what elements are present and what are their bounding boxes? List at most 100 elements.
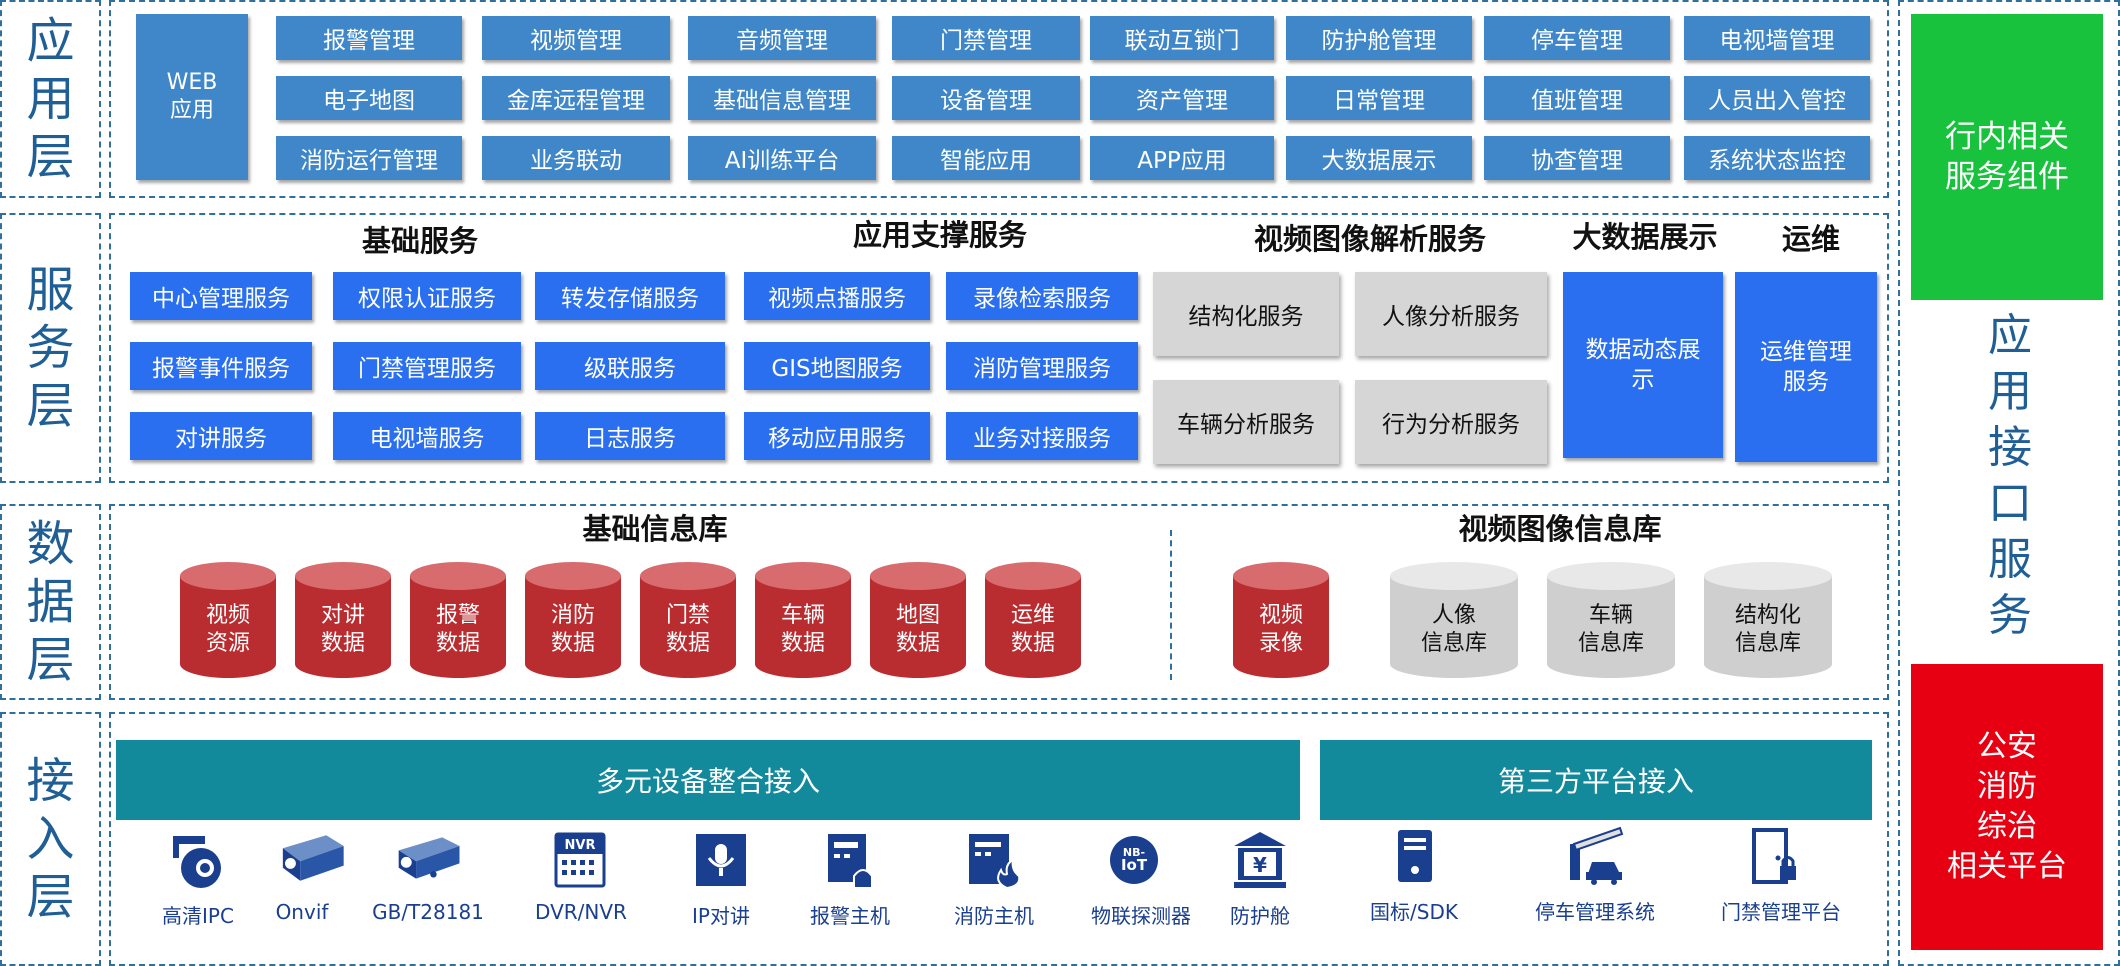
cylinder-label: 报警数据	[435, 603, 480, 656]
box-camera-icon	[272, 830, 344, 892]
app-module-button[interactable]: 联动互锁门	[1090, 16, 1274, 60]
app-module-button[interactable]: APP应用	[1090, 136, 1274, 180]
app-module-button[interactable]: 电子地图	[276, 76, 462, 120]
app-module-button[interactable]: 协查管理	[1484, 136, 1670, 180]
cylinder-bottom	[410, 650, 506, 678]
support-service-button[interactable]: GIS地图服务	[744, 342, 930, 390]
video-analysis-box[interactable]: 人像分析服务	[1355, 272, 1547, 356]
app-module-button[interactable]: 基础信息管理	[688, 76, 876, 120]
basic-service-button[interactable]: 报警事件服务	[130, 342, 312, 390]
service-layer-label: 服务层	[0, 213, 101, 483]
basic-service-button[interactable]: 电视墙服务	[333, 412, 521, 460]
basic-service-button[interactable]: 对讲服务	[130, 412, 312, 460]
public-security-platforms[interactable]: 公安消防综治相关平台	[1911, 664, 2103, 950]
app-module-button[interactable]: 值班管理	[1484, 76, 1670, 120]
server-icon	[1384, 826, 1444, 888]
video-analysis-box[interactable]: 行为分析服务	[1355, 380, 1547, 464]
app-module-button[interactable]: 视频管理	[482, 16, 670, 60]
app-interface-panel	[1898, 0, 2120, 966]
app-module-button[interactable]: 音频管理	[688, 16, 876, 60]
app-module-button[interactable]: 大数据展示	[1286, 136, 1472, 180]
bullet-camera-icon	[390, 830, 460, 892]
app-module-button[interactable]: 智能应用	[892, 136, 1080, 180]
door-lock-icon	[1742, 826, 1802, 888]
app-module-button[interactable]: AI训练平台	[688, 136, 876, 180]
video-image-db-title: 视频图像信息库	[1458, 512, 1662, 546]
cylinder-body	[640, 576, 736, 664]
nvr-icon: NVR	[550, 830, 610, 892]
app-interface-service-label: 应用接口服务	[1988, 310, 2032, 641]
ops-management-box[interactable]: 运维管理服务	[1735, 272, 1877, 462]
cylinder-body	[180, 576, 276, 664]
basic-db-cylinder: 地图数据	[870, 562, 966, 678]
device-label: 报警主机	[810, 904, 890, 928]
app-module-button[interactable]: 业务联动	[482, 136, 670, 180]
device-label: 高清IPC	[162, 904, 234, 928]
parking-barrier-icon	[1560, 826, 1624, 888]
cylinder-top	[640, 562, 736, 590]
app-module-button[interactable]: 电视墙管理	[1684, 16, 1870, 60]
video-analysis-box[interactable]: 结构化服务	[1153, 272, 1339, 356]
support-service-button[interactable]: 业务对接服务	[946, 412, 1138, 460]
cylinder-body	[755, 576, 851, 664]
basic-service-button[interactable]: 中心管理服务	[130, 272, 312, 320]
cylinder-top	[1704, 562, 1832, 590]
cylinder-label: 运维数据	[1010, 603, 1055, 656]
app-module-button[interactable]: 金库远程管理	[482, 76, 670, 120]
basic-db-cylinder: 对讲数据	[295, 562, 391, 678]
device-label: IP对讲	[692, 904, 750, 928]
app-module-button[interactable]: 日常管理	[1286, 76, 1472, 120]
support-service-button[interactable]: 移动应用服务	[744, 412, 930, 460]
video-analysis-box[interactable]: 车辆分析服务	[1153, 380, 1339, 464]
support-service-button[interactable]: 消防管理服务	[946, 342, 1138, 390]
cylinder-body	[295, 576, 391, 664]
bigdata-display-box[interactable]: 数据动态展示	[1563, 272, 1723, 458]
platform-label: 国标/SDK	[1370, 900, 1458, 924]
microphone-icon	[690, 830, 750, 892]
cylinder-label: 地图数据	[895, 603, 940, 656]
internal-service-components[interactable]: 行内相关服务组件	[1911, 14, 2103, 300]
app-module-button[interactable]: 门禁管理	[892, 16, 1080, 60]
basic-service-button[interactable]: 门禁管理服务	[333, 342, 521, 390]
cylinder-top	[1390, 562, 1518, 590]
basic-service-button[interactable]: 日志服务	[535, 412, 725, 460]
app-module-button[interactable]: 设备管理	[892, 76, 1080, 120]
cylinder-bottom	[870, 650, 966, 678]
device-label: 物联探测器	[1091, 904, 1191, 928]
fire-host-icon	[963, 830, 1023, 892]
video-info-db-cylinder: 人像信息库	[1390, 562, 1518, 678]
support-service-button[interactable]: 录像检索服务	[946, 272, 1138, 320]
app-module-button[interactable]: 资产管理	[1090, 76, 1274, 120]
app-module-button[interactable]: 消防运行管理	[276, 136, 462, 180]
basic-service-button[interactable]: 权限认证服务	[333, 272, 521, 320]
device-label: DVR/NVR	[535, 900, 627, 924]
app-module-button[interactable]: 报警管理	[276, 16, 462, 60]
basic-info-db-title: 基础信息库	[582, 512, 728, 546]
cylinder-top	[755, 562, 851, 590]
cylinder-bottom	[1547, 650, 1675, 678]
device-label: 消防主机	[954, 904, 1034, 928]
cylinder-label: 视频资源	[205, 603, 250, 656]
app-module-button[interactable]: 系统状态监控	[1684, 136, 1870, 180]
multi-device-access-bar: 多元设备整合接入	[116, 740, 1300, 820]
app-module-button[interactable]: 防护舱管理	[1286, 16, 1472, 60]
app-module-button[interactable]: 人员出入管控	[1684, 76, 1870, 120]
video-info-db-cylinder: 车辆信息库	[1547, 562, 1675, 678]
cylinder-label: 视频录像	[1258, 603, 1303, 656]
basic-db-cylinder: 门禁数据	[640, 562, 736, 678]
app-module-button[interactable]: 停车管理	[1484, 16, 1670, 60]
cylinder-top	[180, 562, 276, 590]
cylinder-label: 人像信息库	[1420, 603, 1487, 656]
cylinder-bottom	[1233, 650, 1329, 678]
support-service-button[interactable]: 视频点播服务	[744, 272, 930, 320]
third-party-access-bar: 第三方平台接入	[1320, 740, 1872, 820]
basic-service-button[interactable]: 级联服务	[535, 342, 725, 390]
cylinder-body	[1547, 576, 1675, 664]
cylinder-top	[295, 562, 391, 590]
cylinder-body	[525, 576, 621, 664]
video-info-db-cylinder: 结构化信息库	[1704, 562, 1832, 678]
basic-db-cylinder: 车辆数据	[755, 562, 851, 678]
basic-service-button[interactable]: 转发存储服务	[535, 272, 725, 320]
cylinder-bottom	[755, 650, 851, 678]
